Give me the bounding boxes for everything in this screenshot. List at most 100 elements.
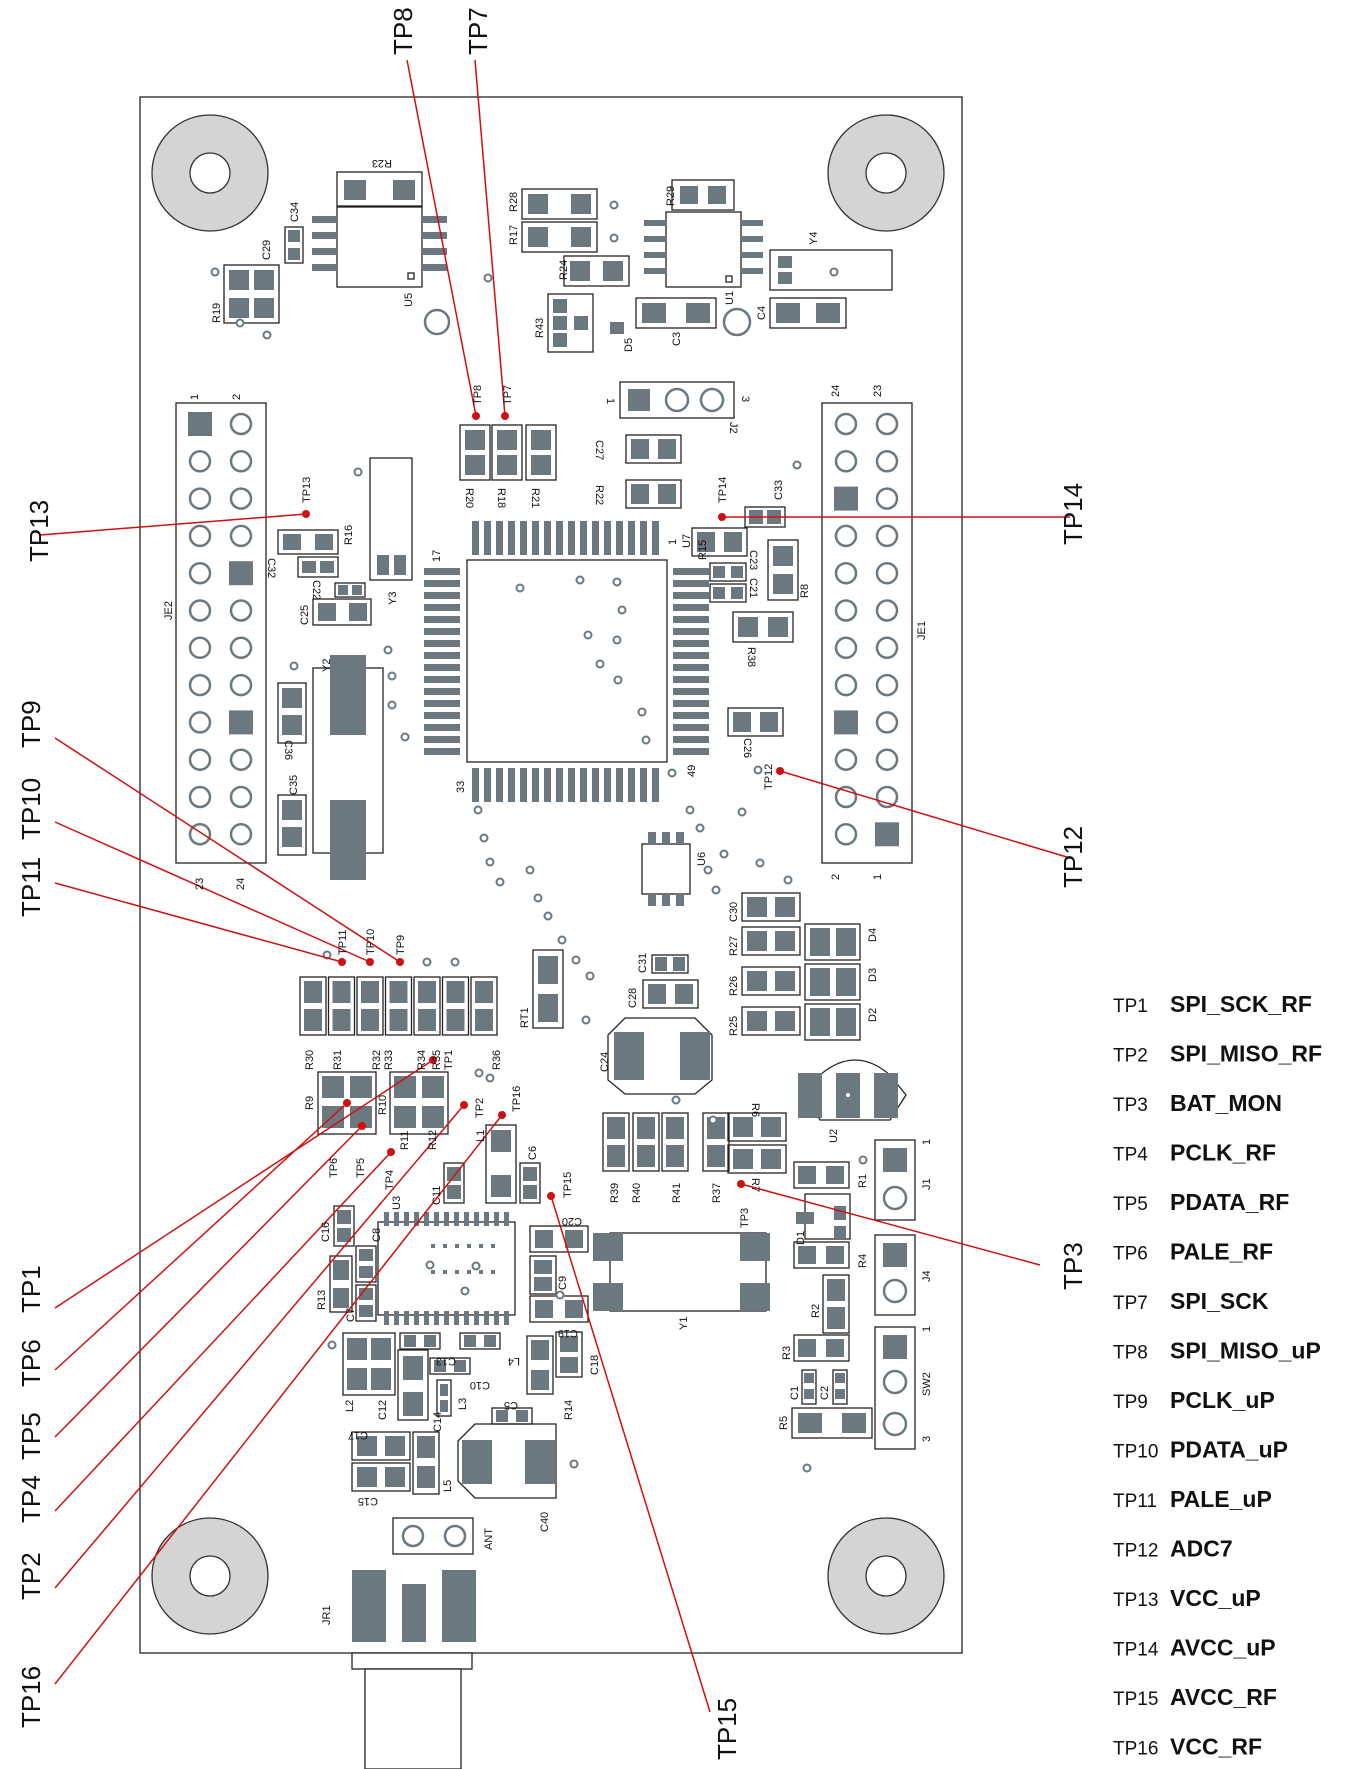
label-r29: R29 [665,186,677,206]
small-via [425,1260,435,1270]
u7-pin-bottom [544,768,551,802]
u3-pin-top [404,1212,409,1226]
label-c20: C20 [562,1215,582,1227]
callout-tp9: TP9 [16,700,46,748]
row-resistor-pad [304,1009,322,1031]
small-via [585,971,595,981]
je2-pin [188,450,212,473]
u7-pin-top [616,521,623,555]
row-resistor-pad [361,981,379,1003]
small-via [557,935,567,945]
u5-ic [312,206,447,288]
small-via [422,957,432,967]
label-c6: C6 [527,1146,539,1160]
legend-signal-tp1: SPI_SCK_RF [1170,991,1312,1017]
u7-pin-left [424,580,460,587]
label-jr1: JR1 [321,1605,333,1625]
y1-crystal [593,1232,770,1312]
je1-pin [875,822,899,847]
r2-resistor [822,1274,850,1334]
label-r30: R30 [304,1050,316,1070]
small-via [383,645,393,655]
label-tp11s: TP11 [337,930,349,955]
u7-pin-bottom [580,768,587,802]
je2-pin [188,748,212,771]
u7-pin-left [424,652,460,659]
legend-signal-tp15: AVCC_RF [1170,1684,1277,1710]
label-r33: R33 [383,1050,395,1070]
label-c11: C11 [431,1186,443,1205]
legend-signal-tp5: PDATA_RF [1170,1189,1289,1215]
u3-via [467,1244,471,1248]
row-resistor-pad [475,981,493,1003]
label-c40: C40 [539,1512,551,1532]
label-j2-1: 1 [604,398,616,404]
je1-pin [875,412,899,436]
label-c28: C28 [627,988,639,1008]
je2-pin [229,524,253,548]
c4-cap [769,297,847,329]
label-sw2-3: 3 [921,1436,933,1442]
label-u3: U3 [391,1196,403,1210]
u3-via [467,1270,471,1274]
r27-resistor [741,926,801,956]
u3-pin-bottom [474,1311,479,1325]
legend-tp-tp12: TP12 [1113,1541,1158,1562]
label-c22: C22 [310,580,322,600]
small-via [575,575,585,585]
legend-tp-tp9: TP9 [1113,1392,1148,1413]
u7-pin-bottom [472,768,479,802]
r13-resistor [329,1255,353,1313]
u3-via [479,1270,483,1274]
u7-pin-right [673,616,709,623]
c34-cap [284,226,304,264]
mounting-hole-tr [827,114,945,232]
sw2-switch [874,1326,916,1450]
label-u7-1: 1 [667,539,679,545]
small-via [210,267,220,277]
r28-resistor [521,188,598,220]
je1-pin [834,785,858,809]
u3-pin-top [464,1212,469,1226]
u3-via [479,1244,483,1248]
legend-tp-tp16: TP16 [1113,1739,1158,1760]
label-c31: C31 [637,953,649,973]
label-c36: C36 [282,740,294,760]
r20-r18-r21 [459,424,557,481]
u7-pin-right [673,640,709,647]
u7-pin-bottom [520,768,527,802]
small-via [858,1155,868,1165]
je1-pin [834,486,858,511]
label-y4: Y4 [808,232,820,245]
label-y1: Y1 [678,1317,690,1330]
je1-pin [875,785,899,809]
je2-pin [229,599,253,622]
label-tp2s: TP2 [474,1098,486,1118]
label-tp4s: TP4 [384,1170,396,1190]
label-c7: C7 [345,1308,357,1322]
y4-crystal [769,249,893,291]
label-y3: Y3 [387,592,399,605]
callout-tp16: TP16 [16,1666,46,1728]
r5-resistor [791,1407,873,1439]
u7-pin-top [604,521,611,555]
small-via [289,661,299,671]
legend-tp-tp2: TP2 [1113,1046,1148,1067]
y3-crystal [369,457,413,581]
u7-pin-top [652,521,659,555]
callout-tp11: TP11 [16,857,46,917]
u7-pin-left [424,592,460,599]
u7-pin-right [673,628,709,635]
je1-pin [834,561,858,585]
label-r20: R20 [463,488,475,508]
label-je1-1: 1 [872,874,884,880]
small-via [711,885,721,895]
u3-via [431,1244,435,1248]
c35-cap [277,794,307,856]
r25-resistor [741,1006,801,1036]
u7-pin-left [424,724,460,731]
small-via [695,823,705,833]
c27-cap [625,434,682,464]
small-via [637,707,647,717]
r1-resistor [793,1161,850,1189]
